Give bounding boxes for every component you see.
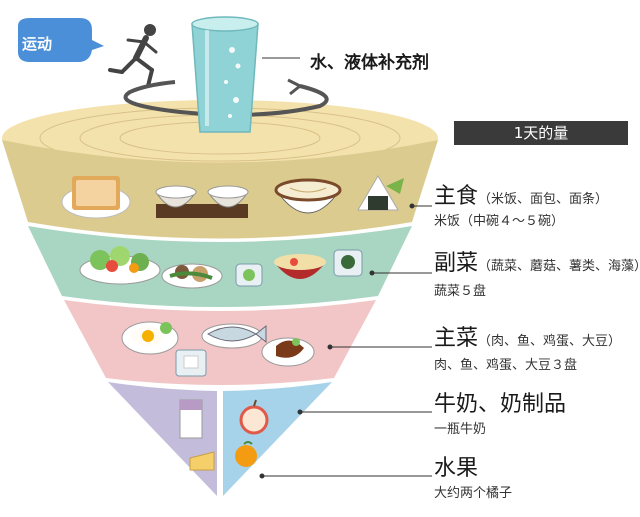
soup-bowl-icon [235, 249, 363, 287]
vegetable-dish-icon [161, 263, 223, 289]
tier-staple-label: 主食（米饭、面包、面条） [434, 178, 608, 210]
exercise-label: 运动 [22, 35, 53, 53]
milk-glass-icon [179, 399, 203, 439]
fish-plate-icon [201, 323, 267, 349]
noodle-bowl-icon [274, 178, 342, 214]
tier-main-dish-title: 主菜 [434, 326, 479, 351]
tier-fruit-title: 水果 [434, 456, 479, 481]
rice-bowl-icon [155, 185, 249, 218]
connector-lines [259, 203, 432, 479]
tier-main-dish-amount: 肉、鱼、鸡蛋、大豆３盘 [434, 358, 578, 373]
tier-main-dish-detail: （肉、鱼、鸡蛋、大豆） [478, 334, 622, 349]
tier-milk-title: 牛奶、奶制品 [434, 392, 567, 417]
water-label: 水、液体补充剂 [310, 53, 429, 73]
runner-icon [108, 24, 158, 88]
tier-main-dish-label: 主菜（肉、鱼、鸡蛋、大豆） [434, 320, 621, 352]
tier-side-dish-title: 副菜 [434, 251, 479, 276]
day-amount-badge: 1天的量 [454, 121, 628, 145]
rotate-arrow-icon [123, 78, 329, 117]
tier-side-dish-amount: 蔬菜５盘 [434, 284, 487, 299]
tier-staple-amount: 米饭（中碗４～５碗） [434, 214, 565, 229]
cheese-icon [189, 451, 215, 471]
meat-dish-icon [261, 337, 315, 367]
onigiri-icon [357, 175, 404, 211]
tofu-icon [175, 349, 207, 377]
tier-side-dish-label: 副菜（蔬菜、蘑菇、薯类、海藻） [434, 245, 640, 277]
tier-staple-detail: （米饭、面包、面条） [478, 192, 609, 207]
salad-icon [79, 246, 161, 285]
tier-milk-amount: 一瓶牛奶 [434, 422, 487, 437]
apple-icon [239, 399, 269, 435]
tier-staple-title: 主食 [434, 184, 479, 209]
tier-side-dish-detail: （蔬菜、蘑菇、薯类、海藻） [478, 259, 640, 274]
bread-icon [61, 176, 131, 219]
water-glass-icon [191, 16, 259, 133]
tier-fruit-amount: 大约两个橘子 [434, 486, 513, 501]
tier-side-dish [28, 226, 412, 307]
exercise-bubble [18, 18, 104, 62]
tier-milk [108, 382, 217, 496]
fried-egg-icon [121, 321, 179, 355]
tier-fruit [223, 382, 332, 496]
orange-icon [235, 441, 257, 467]
